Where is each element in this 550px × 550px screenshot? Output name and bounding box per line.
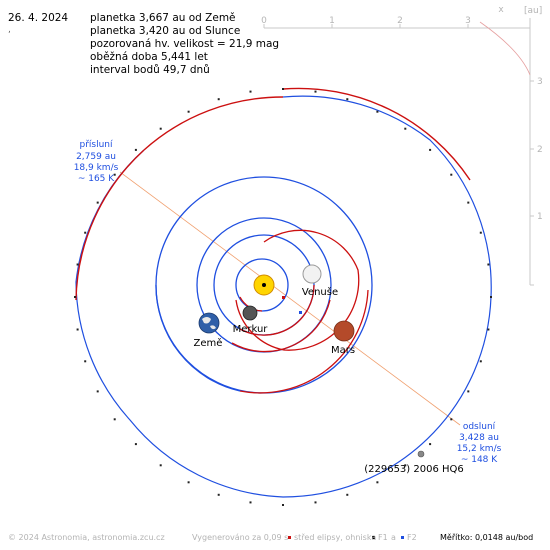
orbit-point — [450, 173, 453, 176]
earth-icon — [198, 312, 220, 334]
orbit-point — [467, 390, 470, 393]
mars-label: Mars — [331, 345, 355, 356]
legend-center-text: střed elipsy, ohniska — [294, 533, 377, 542]
orbit-point — [314, 501, 317, 504]
orbit-point — [487, 263, 490, 266]
orbit-point — [376, 481, 379, 484]
legend-f1-marker — [372, 536, 375, 539]
orbit-point — [96, 201, 99, 204]
orbit-point — [249, 501, 252, 504]
orbit-point — [74, 296, 76, 298]
date-label: 26. 4. 2024 — [8, 12, 69, 24]
orbit-point — [217, 98, 220, 101]
orbit-point — [76, 263, 79, 266]
aphelion-distance: 3,428 au — [459, 433, 499, 443]
perihelion-distance: 2,759 au — [76, 152, 116, 162]
y-tick-label: 1 — [537, 212, 543, 222]
mercury-icon — [242, 305, 258, 321]
x-tick-label: 3 — [465, 16, 471, 26]
orbit-point — [96, 390, 99, 393]
venus-icon — [302, 264, 322, 284]
orbit-point — [346, 98, 349, 101]
info-line: planetka 3,667 au od Země — [90, 12, 236, 24]
asteroid-label: (229653) 2006 HQ6 — [364, 464, 464, 475]
small-tick: , — [8, 25, 11, 35]
asteroid-orbit-red-arc — [282, 87, 471, 181]
asteroid-orbit-points — [74, 88, 492, 506]
info-line: interval bodů 49,7 dnů — [90, 64, 210, 76]
apsides-line — [119, 171, 461, 426]
legend-f2-marker — [401, 536, 404, 539]
orbit-point — [467, 201, 470, 204]
orbit-point — [187, 110, 190, 113]
orbit-point — [84, 360, 87, 363]
legend-center-marker — [288, 536, 291, 539]
aphelion-speed: 15,2 km/s — [457, 444, 502, 454]
y-tick-label: 3 — [537, 77, 543, 87]
orbit-point — [76, 328, 79, 331]
orbit-point — [159, 464, 162, 467]
legend-a-text: a — [391, 533, 396, 542]
info-line: oběžná doba 5,441 let — [90, 51, 208, 63]
perihelion-speed: 18,9 km/s — [74, 163, 119, 173]
orbit-point — [404, 127, 407, 130]
y-tick-label: 2 — [537, 145, 543, 155]
orbit-point — [217, 493, 220, 496]
orbit-point — [134, 443, 137, 446]
legend-f2-text: F2 — [407, 533, 417, 542]
asteroid-orbit-lower — [75, 95, 492, 498]
orbit-point — [282, 88, 284, 90]
legend-f1-text: F1 — [378, 533, 388, 542]
orbit-point — [479, 360, 482, 363]
orbit-point — [187, 481, 190, 484]
asteroid-orbit-red-left — [75, 149, 145, 301]
x-tick-label: 1 — [329, 16, 335, 26]
venus-label: Venuše — [302, 286, 338, 298]
orbit-point — [479, 231, 482, 234]
orbit-point — [113, 418, 116, 421]
aphelion-title: odsluní — [463, 422, 496, 432]
ellipse-center-marker — [282, 296, 285, 299]
earth-label: Země — [194, 337, 223, 349]
copyright-link[interactable]: © 2024 Astronomia, astronomia.zcu.cz — [8, 533, 165, 542]
asteroid-inner-arc — [235, 229, 360, 351]
orbit-point — [429, 443, 432, 446]
orbit-point — [84, 231, 87, 234]
info-line: planetka 3,420 au od Slunce — [90, 25, 241, 37]
orbit-point — [429, 148, 432, 151]
orbit-point — [346, 493, 349, 496]
orbit-point — [490, 296, 492, 298]
generated-time: Vygenerováno za 0,09 s — [192, 533, 289, 542]
x-tick-label: 2 — [397, 16, 403, 26]
aphelion-temp: ~ 148 K — [461, 455, 498, 465]
asteroid-orbit-upper — [143, 96, 284, 151]
asteroid-icon — [417, 450, 425, 458]
orbit-point — [376, 110, 379, 113]
unit-label: [au] — [524, 6, 542, 16]
scale-text: Měřítko: 0,0148 au/bod — [440, 533, 534, 542]
x-axis-label: x — [498, 5, 504, 15]
perihelion-title: přísluní — [79, 140, 113, 150]
x-tick-label: 0 — [261, 16, 267, 26]
orbit-point — [134, 148, 137, 151]
orbit-point — [314, 90, 317, 93]
faint-orbit-arc — [479, 21, 531, 76]
axes — [263, 18, 534, 286]
orbit-point — [282, 504, 284, 506]
orbit-point — [249, 90, 252, 93]
orbit-point — [159, 127, 162, 130]
orbit-point — [487, 328, 490, 331]
f2-marker — [299, 311, 302, 314]
perihelion-temp: ~ 165 K — [78, 174, 115, 184]
orbit-point — [404, 464, 407, 467]
orbit-point — [113, 173, 116, 176]
mars-icon — [333, 320, 355, 342]
info-line: pozorovaná hv. velikost = 21,9 mag — [90, 38, 280, 50]
orbit-point — [450, 418, 453, 421]
mercury-label: Merkur — [233, 324, 269, 335]
